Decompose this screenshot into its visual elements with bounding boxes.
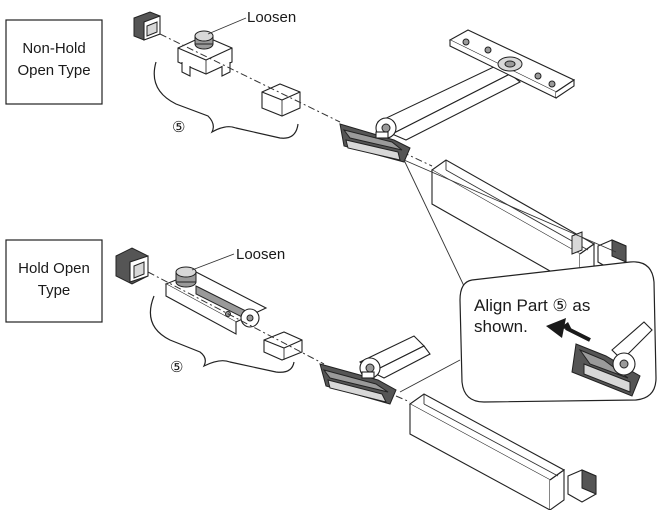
mounting-plate-top xyxy=(448,29,576,99)
align-arrow-icon xyxy=(546,318,591,342)
hold-label-line2: Type xyxy=(38,282,71,299)
callout-text-line1: Align Part ⑤ as xyxy=(474,296,590,315)
slide-rail-bottom xyxy=(408,393,566,510)
part-5-block-top xyxy=(261,83,301,117)
hold-label-line1: Hold Open xyxy=(18,260,90,277)
end-cap-top-left xyxy=(133,11,161,41)
part-5-marker-top: ⑤ xyxy=(172,119,185,136)
zoom-leader-lines xyxy=(399,159,617,393)
loosen-leader-top xyxy=(207,17,247,35)
loosen-label-bottom: Loosen xyxy=(236,246,285,263)
callout-slider-detail xyxy=(571,321,653,397)
non-hold-type-label-box: Non-Hold Open Type xyxy=(5,19,103,105)
closer-arm-top xyxy=(375,63,522,141)
part-5-block-bottom xyxy=(263,331,303,361)
part-5-bracket-bottom xyxy=(149,295,295,373)
slider-unit-top xyxy=(339,123,411,163)
loosen-leader-bottom xyxy=(191,253,235,271)
hold-type-label-box: Hold Open Type xyxy=(5,239,103,323)
assembly-axis-bottom xyxy=(147,271,411,403)
callout-text-line2: shown. xyxy=(474,317,528,336)
hold-open-clamp-assembly xyxy=(164,266,268,335)
non-hold-label-line1: Non-Hold xyxy=(22,40,85,57)
end-cap-bottom-left xyxy=(115,247,149,285)
loosen-label-top: Loosen xyxy=(247,9,296,26)
clamp-block-top xyxy=(177,30,233,77)
non-hold-label-line2: Open Type xyxy=(17,62,90,79)
part-5-bracket-top xyxy=(153,61,299,139)
slider-unit-bottom xyxy=(319,363,397,405)
end-cap-bottom-right xyxy=(567,469,597,503)
part-5-marker-bottom: ⑤ xyxy=(170,359,183,376)
